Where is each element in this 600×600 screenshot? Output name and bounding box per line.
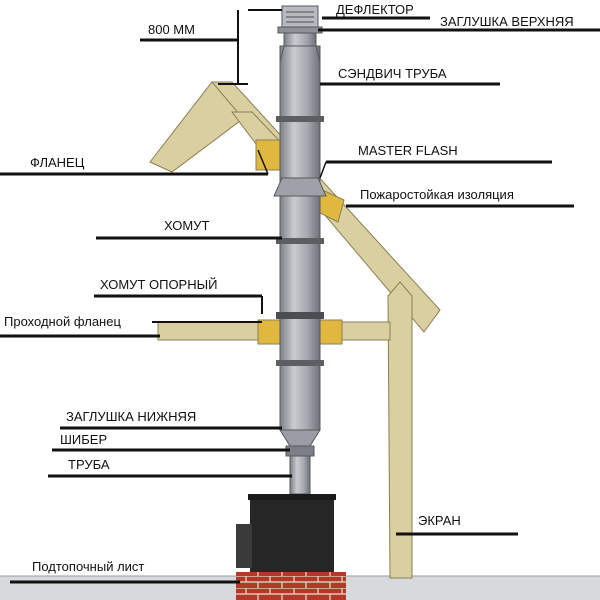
wall-post [387, 281, 413, 579]
label-pipe: ТРУБА [68, 457, 110, 472]
label-screen: ЭКРАН [418, 513, 461, 528]
label-deflector: ДЕФЛЕКТОР [336, 2, 414, 17]
label-support-clamp: ХОМУТ ОПОРНЫЙ [100, 277, 218, 292]
label-cap-top: ЗАГЛУШКА ВЕРХНЯЯ [440, 14, 574, 29]
damper [285, 445, 315, 457]
ceiling-insulation-left [257, 319, 283, 345]
label-fire-insulation: Пожаростойкая изоляция [360, 187, 514, 202]
pipe-clamp [276, 238, 324, 244]
label-clamp: ХОМУТ [164, 218, 210, 233]
pipe-clamp [276, 360, 324, 366]
leader-lines [0, 16, 600, 584]
stove [250, 494, 334, 572]
label-master-flash: MASTER FLASH [358, 143, 458, 158]
bottom-cap [279, 429, 321, 447]
master-flash [273, 177, 327, 197]
support-clamp [276, 312, 324, 319]
brick-base [236, 572, 346, 600]
label-flange: ФЛАНЕЦ [30, 155, 85, 170]
label-cap-bottom: ЗАГЛУШКА НИЖНЯЯ [66, 409, 197, 424]
pipe [289, 455, 311, 495]
label-pass-flange: Проходной фланец [4, 314, 121, 329]
label-firebox-sheet: Подтопочный лист [32, 559, 145, 574]
ceiling-insulation-right [317, 319, 343, 345]
label-damper: ШИБЕР [60, 432, 108, 447]
label-sandwich-pipe: СЭНДВИЧ ТРУБА [338, 66, 447, 81]
top-cap [283, 32, 317, 48]
label-800mm: 800 ММ [148, 22, 195, 37]
pipe-clamp [276, 116, 324, 122]
